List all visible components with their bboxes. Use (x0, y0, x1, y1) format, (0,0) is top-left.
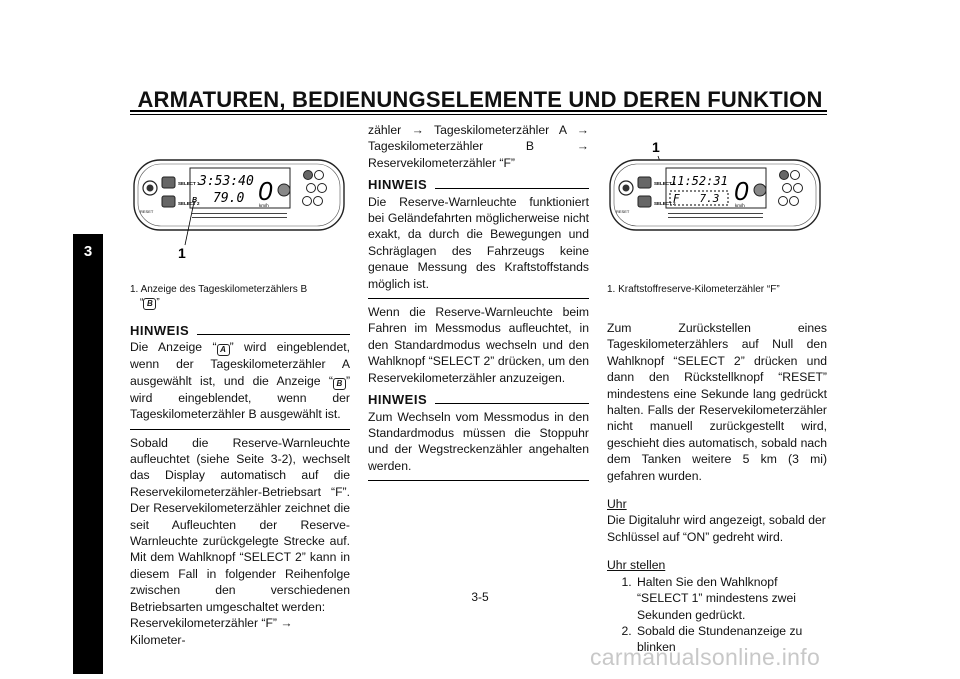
clock-heading: Uhr (607, 497, 627, 512)
set-clock-steps: Halten Sie den Wahlknopf “SELECT 1” mind… (607, 574, 827, 656)
select1-label: SELECT 1 (178, 181, 200, 186)
lcd-unit: km/h (259, 203, 269, 208)
sequence-continued: zähler → Tageskilometerzähler A → Tagesk… (368, 123, 589, 170)
chapter-tab (73, 234, 103, 674)
dashboard-figure-left: SELECT 1 SELECT 2 RESET 3:53:40 79.0 B 0… (133, 159, 345, 261)
figure-left-callout: 1 (178, 245, 186, 261)
lcd-fuel: F 7.3 (673, 192, 719, 205)
hinweis-note-1: Die Anzeige “A” wird eingeblendet, wenn … (130, 340, 350, 422)
column-1: HINWEIS Die Anzeige “A” wird eingeblende… (130, 319, 350, 648)
dashboard-figure-right: 1 SELECT 1 SELECT 2 RESET 11:52:31 F 7.3… (609, 140, 821, 231)
lcd-speed: 0 (258, 176, 273, 206)
lcd-speed: 0 (734, 176, 749, 206)
figure-right-callout: 1 (652, 140, 660, 155)
select2-label: SELECT 2 (654, 201, 676, 206)
page-title: ARMATUREN, BEDIENUNGSELEMENTE UND DEREN … (137, 87, 823, 112)
measuring-mode-paragraph: Wenn die Reserve-Warnleuchte beim Fahren… (368, 305, 589, 385)
column-2: zähler → Tageskilometerzähler A → Tagesk… (368, 122, 589, 486)
hinweis-heading-2: HINWEIS (368, 177, 589, 193)
select2-label: SELECT 2 (178, 201, 200, 206)
set-clock-heading: Uhr stellen (607, 558, 666, 573)
reserve-paragraph-end: Reservekilometerzähler “F” → Kilometer- (130, 616, 293, 647)
hinweis-heading: HINWEIS (130, 323, 350, 339)
hinweis-heading-3: HINWEIS (368, 392, 589, 408)
page-number: 3-5 (471, 590, 489, 604)
reset-label: RESET (140, 209, 154, 214)
lcd-unit: km/h (735, 203, 745, 208)
lcd-trip: 79.0 (213, 191, 244, 206)
trip-a-icon: A (216, 344, 230, 357)
watermark: carmanualsonline.info (590, 644, 821, 670)
column-3: Zum Zurückstellen eines Tageskilometerzä… (607, 320, 827, 656)
chapter-tab-number: 3 (83, 243, 93, 260)
trip-b-icon: B (332, 377, 346, 390)
clock-paragraph: Die Digitaluhr wird angezeigt, sobald de… (607, 513, 826, 544)
title-rule-thick (130, 110, 827, 112)
reserve-paragraph: Sobald die Reserve-Warnleuchte aufleucht… (130, 435, 350, 614)
hinweis-note-3: Zum Wechseln vom Messmodus in den Standa… (368, 409, 589, 473)
reset-label: RESET (616, 209, 630, 214)
figure-right-caption: 1. Kraftstoffreserve-Kilometerzähler “F” (607, 284, 780, 295)
list-item: Halten Sie den Wahlknopf “SELECT 1” mind… (635, 574, 827, 623)
select1-label: SELECT 1 (654, 181, 676, 186)
hinweis-note-2: Die Reserve-Warnleuchte funktioniert bei… (368, 194, 589, 291)
trip-b-icon: B (143, 298, 157, 310)
figure-left-caption: 1. Anzeige des Tageskilometerzählers B “… (130, 284, 308, 310)
reset-paragraph: Zum Zurückstellen eines Tageskilometerzä… (607, 321, 827, 483)
title-rule-thin (130, 114, 827, 115)
svg-text:B: B (192, 197, 197, 204)
lcd-time: 11:52:31 (670, 174, 728, 188)
list-item: Sobald die Stundenanzeige zu blinken (635, 623, 827, 656)
lcd-time: 3:53:40 (198, 174, 254, 189)
